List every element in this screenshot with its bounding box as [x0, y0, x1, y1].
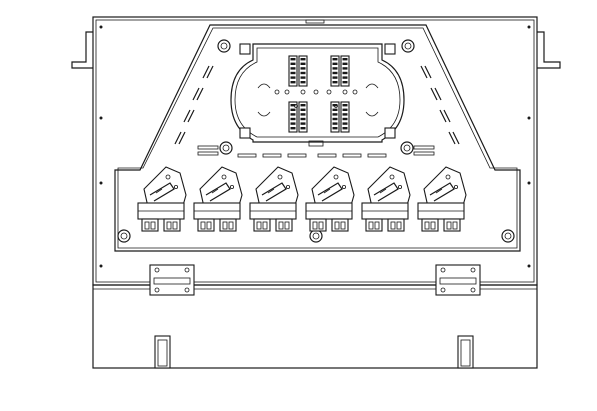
screw-mid-left [219, 141, 233, 155]
splice-holder [298, 101, 308, 133]
cable-guide-slots-right [420, 65, 460, 145]
hinge-left [149, 264, 195, 296]
adapter-module [361, 166, 411, 232]
cable-guide-slots-left [174, 65, 214, 145]
door-handle-right [457, 335, 474, 369]
screw-top-right [401, 39, 415, 53]
adapter-module [137, 166, 187, 232]
splice-holders [288, 55, 350, 133]
splice-holder [298, 55, 308, 87]
screw-bottom-center [309, 229, 323, 243]
splice-holder [340, 55, 350, 87]
splice-tray-holes [274, 89, 358, 147]
right-mounting-ear [537, 31, 561, 69]
splice-tray [230, 43, 405, 143]
splice-holder [330, 55, 340, 87]
splice-holder [288, 55, 298, 87]
enclosure-body [92, 16, 538, 286]
adapter-modules [137, 166, 467, 232]
tray-plate [114, 19, 521, 252]
screw-bottom-left [117, 229, 131, 243]
door-handle-left [154, 335, 171, 369]
screw-mid-right [400, 141, 414, 155]
adapter-module [417, 166, 467, 232]
screw-top-left [217, 39, 231, 53]
adapter-module [193, 166, 243, 232]
left-mounting-ear [71, 31, 93, 69]
screw-bottom-right [501, 229, 515, 243]
horizontal-slots [197, 145, 435, 158]
adapter-module [305, 166, 355, 232]
splice-holder [340, 101, 350, 133]
splice-holder [288, 101, 298, 133]
hinge-right [435, 264, 481, 296]
adapter-module [249, 166, 299, 232]
